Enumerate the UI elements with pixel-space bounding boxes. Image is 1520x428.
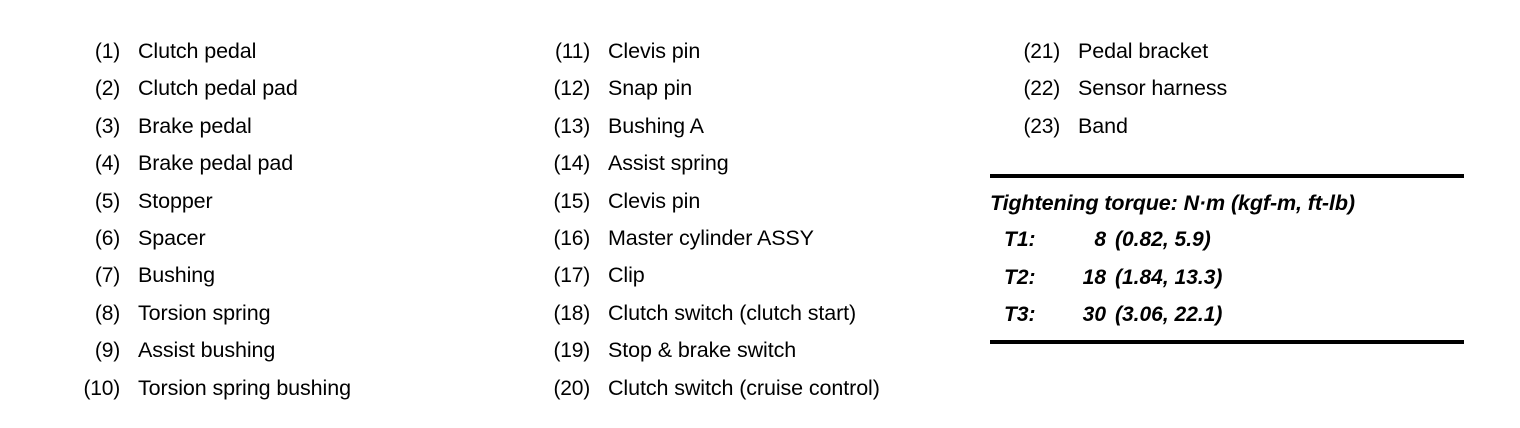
part-number: (14) [553,152,590,176]
part-number: (20) [553,376,590,400]
torque-row: T2: 18 (1.84, 13.3) [990,259,1464,297]
torque-newton-meter: 8 [1094,228,1106,251]
part-label: Clutch switch (clutch start) [608,300,857,325]
part-label: Brake pedal [138,113,252,138]
parts-column-2: (11) Clevis pin (12) Snap pin (13) Bushi… [518,33,880,407]
list-item: (19) Stop & brake switch [518,332,880,369]
part-number: (19) [553,339,590,363]
part-label: Clevis pin [608,188,701,213]
parts-column-1: (1) Clutch pedal (2) Clutch pedal pad (3… [48,33,351,407]
torque-row: T1: 8 (0.82, 5.9) [990,221,1464,259]
part-label: Clip [608,263,645,288]
list-item: (1) Clutch pedal [48,33,351,70]
torque-key: T3: [1004,303,1036,326]
part-number: (7) [94,264,120,288]
list-item: (18) Clutch switch (clutch start) [518,295,880,332]
part-label: Clutch pedal pad [138,76,298,101]
torque-table-title: Tightening torque: N·m (kgf-m, ft-lb) [990,191,1355,215]
list-item: (10) Torsion spring bushing [48,370,351,407]
list-item: (21) Pedal bracket [988,33,1227,70]
part-label: Clutch switch (cruise control) [608,375,880,400]
part-label: Clutch pedal [138,39,257,63]
torque-row: T3: 30 (3.06, 22.1) [990,296,1464,334]
torque-newton-meter: 30 [1082,303,1106,326]
part-number: (23) [1023,114,1060,138]
table-top-rule [990,174,1464,178]
torque-conversion: (0.82, 5.9) [1115,228,1211,251]
part-number: (21) [1023,40,1060,63]
part-number: (12) [553,77,590,101]
part-label: Spacer [138,225,206,250]
part-number: (1) [94,40,120,63]
list-item: (3) Brake pedal [48,108,351,145]
part-label: Pedal bracket [1078,39,1209,63]
part-label: Bushing A [608,113,704,138]
part-number: (9) [94,339,120,363]
torque-key: T2: [1004,265,1036,289]
list-item: (14) Assist spring [518,145,880,182]
part-number: (2) [94,77,120,101]
part-number: (11) [555,40,590,63]
list-item: (5) Stopper [48,183,351,220]
list-item: (16) Master cylinder ASSY [518,220,880,257]
part-number: (22) [1023,77,1060,101]
part-label: Brake pedal pad [138,151,294,176]
part-label: Torsion spring [138,300,271,325]
part-number: (13) [553,114,590,138]
torque-newton-meter: 18 [1082,265,1106,289]
list-item: (2) Clutch pedal pad [48,70,351,107]
part-number: (18) [553,301,590,325]
part-number: (3) [94,114,120,138]
part-number: (16) [553,226,590,250]
part-number: (5) [94,189,120,213]
list-item: (22) Sensor harness [988,70,1227,107]
part-number: (17) [553,264,590,288]
list-item: (7) Bushing [48,257,351,294]
parts-column-3: (21) Pedal bracket (22) Sensor harness (… [988,33,1227,145]
part-label: Assist spring [608,151,729,176]
torque-key: T1: [1004,228,1036,251]
list-item: (4) Brake pedal pad [48,145,351,182]
part-label: Stopper [138,188,213,213]
table-bottom-rule [990,339,1464,344]
part-label: Sensor harness [1078,76,1228,101]
part-number: (15) [553,189,590,213]
torque-conversion: (1.84, 13.3) [1115,265,1223,289]
part-number: (8) [94,301,120,325]
part-label: Stop & brake switch [608,338,797,363]
list-item: (9) Assist bushing [48,332,351,369]
part-label: Master cylinder ASSY [608,225,814,250]
list-item: (13) Bushing A [518,108,880,145]
list-item: (12) Snap pin [518,70,880,107]
part-label: Assist bushing [138,338,276,363]
list-item: (23) Band [988,108,1227,145]
list-item: (15) Clevis pin [518,183,880,220]
list-item: (8) Torsion spring [48,295,351,332]
part-label: Torsion spring bushing [138,375,351,400]
part-number: (4) [94,152,120,176]
part-label: Band [1078,113,1128,138]
list-item: (20) Clutch switch (cruise control) [518,370,880,407]
part-label: Clevis pin [608,39,701,63]
part-label: Bushing [138,263,215,288]
list-item: (11) Clevis pin [518,33,880,70]
list-item: (17) Clip [518,257,880,294]
list-item: (6) Spacer [48,220,351,257]
torque-conversion: (3.06, 22.1) [1115,303,1223,326]
part-label: Snap pin [608,76,693,101]
part-number: (10) [83,376,120,400]
tightening-torque-table: Tightening torque: N·m (kgf-m, ft-lb) T1… [990,174,1464,344]
part-number: (6) [94,226,120,250]
